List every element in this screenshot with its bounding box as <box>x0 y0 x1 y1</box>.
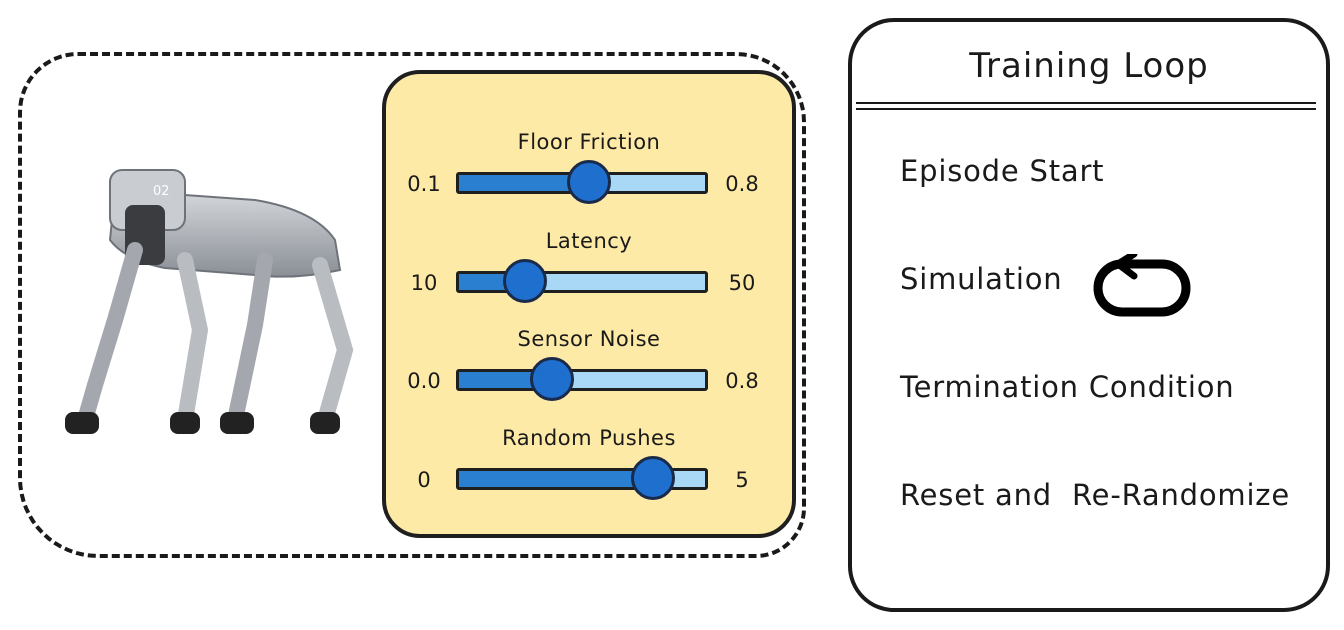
slider-thumb[interactable] <box>567 160 612 204</box>
slider-max: 0.8 <box>725 369 759 393</box>
slider-label: Floor Friction <box>517 130 661 154</box>
title-divider <box>856 102 1316 110</box>
slider-max: 5 <box>735 468 749 492</box>
slider-track[interactable] <box>456 456 708 500</box>
step-episode-start: Episode Start <box>900 154 1105 188</box>
loop-title: Training Loop <box>969 46 1209 86</box>
step-reset-rerandomize: Reset and Re-Randomize <box>900 478 1290 512</box>
slider-max: 50 <box>728 271 756 295</box>
slider-min: 0.1 <box>407 172 441 196</box>
slider-fill <box>459 372 553 388</box>
slider-min: 0.0 <box>407 369 441 393</box>
step-simulation: Simulation <box>900 262 1063 296</box>
step-termination-condition: Termination Condition <box>900 370 1235 404</box>
slider-min: 0 <box>417 468 431 492</box>
slider-fill <box>459 471 654 487</box>
slider-max: 0.8 <box>725 172 759 196</box>
robot-tag: 02 <box>153 184 170 199</box>
sensor-noise-slider[interactable]: Sensor Noise 0.0 0.8 <box>386 327 792 407</box>
floor-friction-slider[interactable]: Floor Friction 0.1 0.8 <box>386 130 792 210</box>
slider-label: Sensor Noise <box>517 327 661 351</box>
latency-slider[interactable]: Latency 10 50 <box>386 229 792 309</box>
slider-thumb[interactable] <box>631 456 676 500</box>
slider-track[interactable] <box>456 160 708 204</box>
slider-label: Random Pushes <box>502 426 676 450</box>
randomization-group <box>18 52 806 558</box>
robot-dog-image: 02 <box>65 169 354 434</box>
random-pushes-slider[interactable]: Random Pushes 0 5 <box>386 426 792 506</box>
loop-arrow-icon <box>1093 254 1191 317</box>
training-loop-card: Training Loop Episode Start Simulation T… <box>848 18 1330 612</box>
slider-thumb[interactable] <box>503 259 548 303</box>
slider-track[interactable] <box>456 259 708 303</box>
slider-track[interactable] <box>456 357 708 401</box>
slider-fill <box>459 175 590 191</box>
slider-thumb[interactable] <box>530 357 575 401</box>
slider-label: Latency <box>545 229 633 253</box>
domain-randomization-panel: Floor Friction 0.1 0.8 Latency 10 50 Sen… <box>382 70 796 538</box>
slider-min: 10 <box>410 271 438 295</box>
